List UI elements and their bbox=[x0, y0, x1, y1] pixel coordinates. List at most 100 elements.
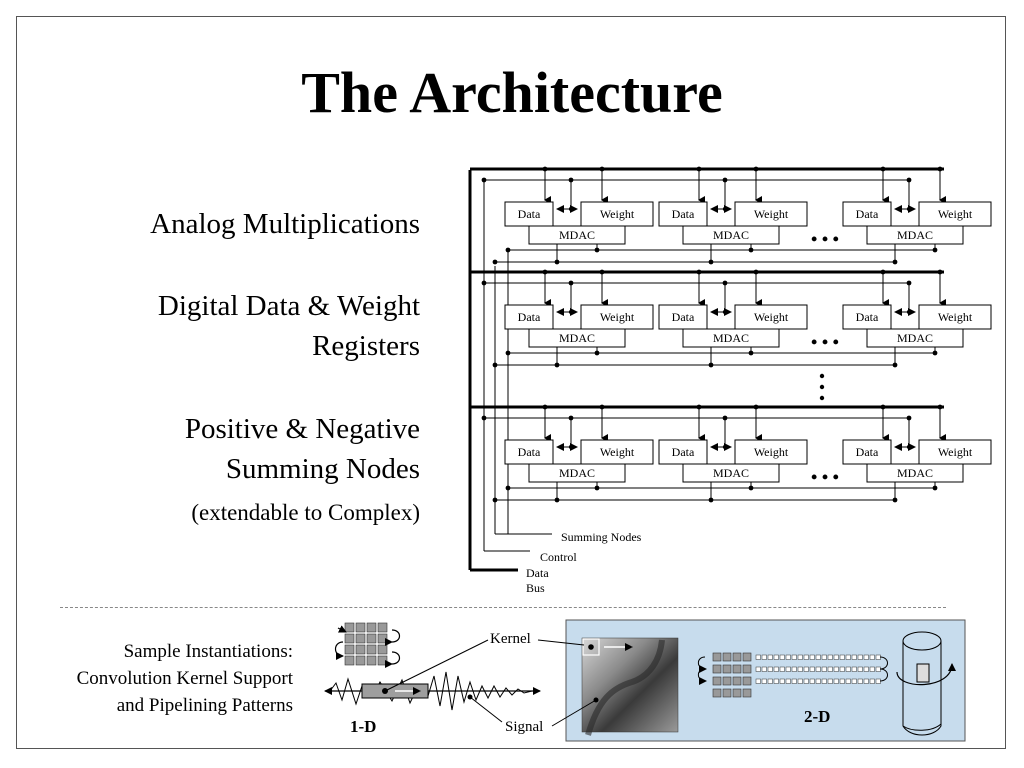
bus-lines bbox=[468, 170, 552, 572]
pipeline-cell bbox=[767, 666, 773, 672]
register-cell bbox=[722, 676, 732, 686]
data-register-label: Data bbox=[518, 310, 541, 324]
legend-labels: Summing Nodes Control Data Bus bbox=[526, 530, 642, 595]
pipeline-cell bbox=[809, 654, 815, 660]
register-cell bbox=[366, 633, 377, 644]
pipeline-cell bbox=[875, 666, 881, 672]
bullet-analog-multiplications: Analog Multiplications bbox=[150, 204, 420, 244]
register-cell bbox=[366, 622, 377, 633]
weight-register-label: Weight bbox=[754, 310, 789, 324]
sample-line: Sample Instantiations: bbox=[123, 641, 293, 662]
pipeline-cell bbox=[773, 678, 779, 684]
pipeline-cell bbox=[779, 666, 785, 672]
pipeline-cell bbox=[773, 654, 779, 660]
register-cell bbox=[742, 664, 752, 674]
pipeline-cell bbox=[785, 678, 791, 684]
pipeline-cell bbox=[803, 678, 809, 684]
data-register-label: Data bbox=[856, 445, 879, 459]
pipeline-cell bbox=[875, 678, 881, 684]
signal-label: Signal bbox=[505, 719, 543, 735]
pipeline-cell bbox=[851, 678, 857, 684]
register-cell bbox=[377, 655, 388, 666]
register-cell bbox=[355, 633, 366, 644]
pipeline-cell bbox=[839, 654, 845, 660]
pipeline-cell bbox=[863, 654, 869, 660]
pipeline-cell bbox=[791, 654, 797, 660]
slide-frame bbox=[16, 16, 1006, 749]
pipeline-cell bbox=[761, 678, 767, 684]
register-cell bbox=[732, 652, 742, 662]
bullet-text: Registers bbox=[312, 330, 420, 362]
pipeline-cell bbox=[761, 666, 767, 672]
mdac-label: MDAC bbox=[713, 331, 749, 345]
pipeline-cell bbox=[857, 678, 863, 684]
pipeline-cell bbox=[815, 678, 821, 684]
register-cell bbox=[355, 644, 366, 655]
kernel-2d-register-array bbox=[712, 652, 881, 698]
weight-register-label: Weight bbox=[938, 207, 973, 221]
mdac-label: MDAC bbox=[559, 466, 595, 480]
mdac-label: MDAC bbox=[559, 331, 595, 345]
kernel-register-grid bbox=[344, 622, 388, 666]
pipeline-cell bbox=[773, 666, 779, 672]
bullet-digital-registers: Digital Data & Weight Registers bbox=[158, 286, 420, 366]
pipeline-cell bbox=[869, 678, 875, 684]
weight-register-label: Weight bbox=[600, 310, 635, 324]
pipeline-cell bbox=[803, 666, 809, 672]
pipeline-cell bbox=[821, 678, 827, 684]
register-cell bbox=[712, 676, 722, 686]
pipeline-cell bbox=[785, 666, 791, 672]
mdac-label: MDAC bbox=[713, 228, 749, 242]
register-cell bbox=[722, 652, 732, 662]
column-ellipsis: • • • bbox=[811, 467, 839, 487]
pipeline-cell bbox=[875, 654, 881, 660]
column-ellipsis: • • • bbox=[811, 332, 839, 352]
legend-data: Data bbox=[526, 566, 549, 580]
vertical-ellipsis bbox=[819, 373, 825, 401]
signal-waveform bbox=[329, 671, 533, 711]
slide-title: The Architecture bbox=[301, 60, 723, 125]
register-cell bbox=[712, 664, 722, 674]
weight-register-label: Weight bbox=[938, 445, 973, 459]
pipeline-cell bbox=[779, 678, 785, 684]
pipeline-cell bbox=[815, 654, 821, 660]
register-cell bbox=[712, 652, 722, 662]
register-cell bbox=[377, 622, 388, 633]
dashed-divider bbox=[60, 607, 946, 608]
sample-instantiations-text: Sample Instantiations: Convolution Kerne… bbox=[77, 638, 293, 719]
pipeline-cell bbox=[851, 654, 857, 660]
register-cell bbox=[355, 622, 366, 633]
pipeline-cell bbox=[803, 654, 809, 660]
register-cell bbox=[344, 644, 355, 655]
pipeline-cell bbox=[845, 678, 851, 684]
register-cell bbox=[344, 633, 355, 644]
label-2d: 2-D bbox=[804, 707, 830, 726]
pipeline-cell bbox=[767, 654, 773, 660]
pipeline-cell bbox=[755, 678, 761, 684]
pipeline-cell bbox=[839, 666, 845, 672]
bullet-text: Positive & Negative bbox=[184, 413, 420, 445]
register-cell bbox=[377, 633, 388, 644]
data-register-label: Data bbox=[856, 310, 879, 324]
data-register-label: Data bbox=[518, 207, 541, 221]
pipeline-cell bbox=[857, 666, 863, 672]
pipeline-cell bbox=[815, 666, 821, 672]
legend-summing-nodes: Summing Nodes bbox=[561, 530, 642, 544]
register-cell bbox=[742, 652, 752, 662]
pipeline-cell bbox=[827, 678, 833, 684]
sample-line: and Pipelining Patterns bbox=[116, 695, 293, 716]
register-cell bbox=[377, 644, 388, 655]
pipeline-cell bbox=[797, 678, 803, 684]
pipeline-cell bbox=[863, 678, 869, 684]
register-cell bbox=[742, 676, 752, 686]
pipeline-cell bbox=[857, 654, 863, 660]
